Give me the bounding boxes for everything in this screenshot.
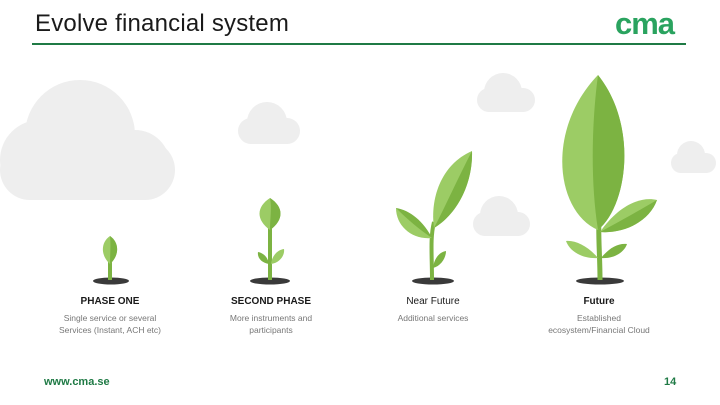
- cma-logo: cma: [615, 6, 675, 41]
- cloud-icon-large: [0, 80, 175, 200]
- plant-icon-future: [562, 75, 657, 281]
- cloud-icon-mid: [238, 102, 300, 144]
- cloud-icon-far-right: [671, 141, 716, 173]
- plant-icon-near-future: [396, 151, 473, 281]
- future-description: Established ecosystem/Financial Cloud: [548, 313, 650, 335]
- phase-one-description: Single service or several Services (Inst…: [58, 313, 162, 335]
- future-title: Future: [583, 296, 615, 307]
- page-number: 14: [664, 376, 677, 388]
- soil-4: [576, 277, 624, 285]
- soil-2: [250, 277, 290, 285]
- near-future-title: Near Future: [406, 296, 460, 307]
- sprout-icon: [102, 236, 118, 280]
- soil-1: [93, 277, 129, 285]
- title-divider: [32, 43, 686, 45]
- plant-icon-second-phase: [257, 198, 285, 280]
- soil-3: [412, 277, 454, 285]
- cloud-icon-top-right: [477, 73, 535, 112]
- footer-url-link[interactable]: www.cma.se: [44, 376, 110, 388]
- second-phase-title: SECOND PHASE: [230, 296, 311, 307]
- near-future-description: Additional services: [397, 313, 469, 323]
- slide-title: Evolve financial system: [35, 10, 290, 37]
- second-phase-description: More instruments and participants: [229, 313, 313, 335]
- phase-one-title: PHASE ONE: [80, 296, 140, 307]
- cloud-icon-center-right: [473, 196, 530, 236]
